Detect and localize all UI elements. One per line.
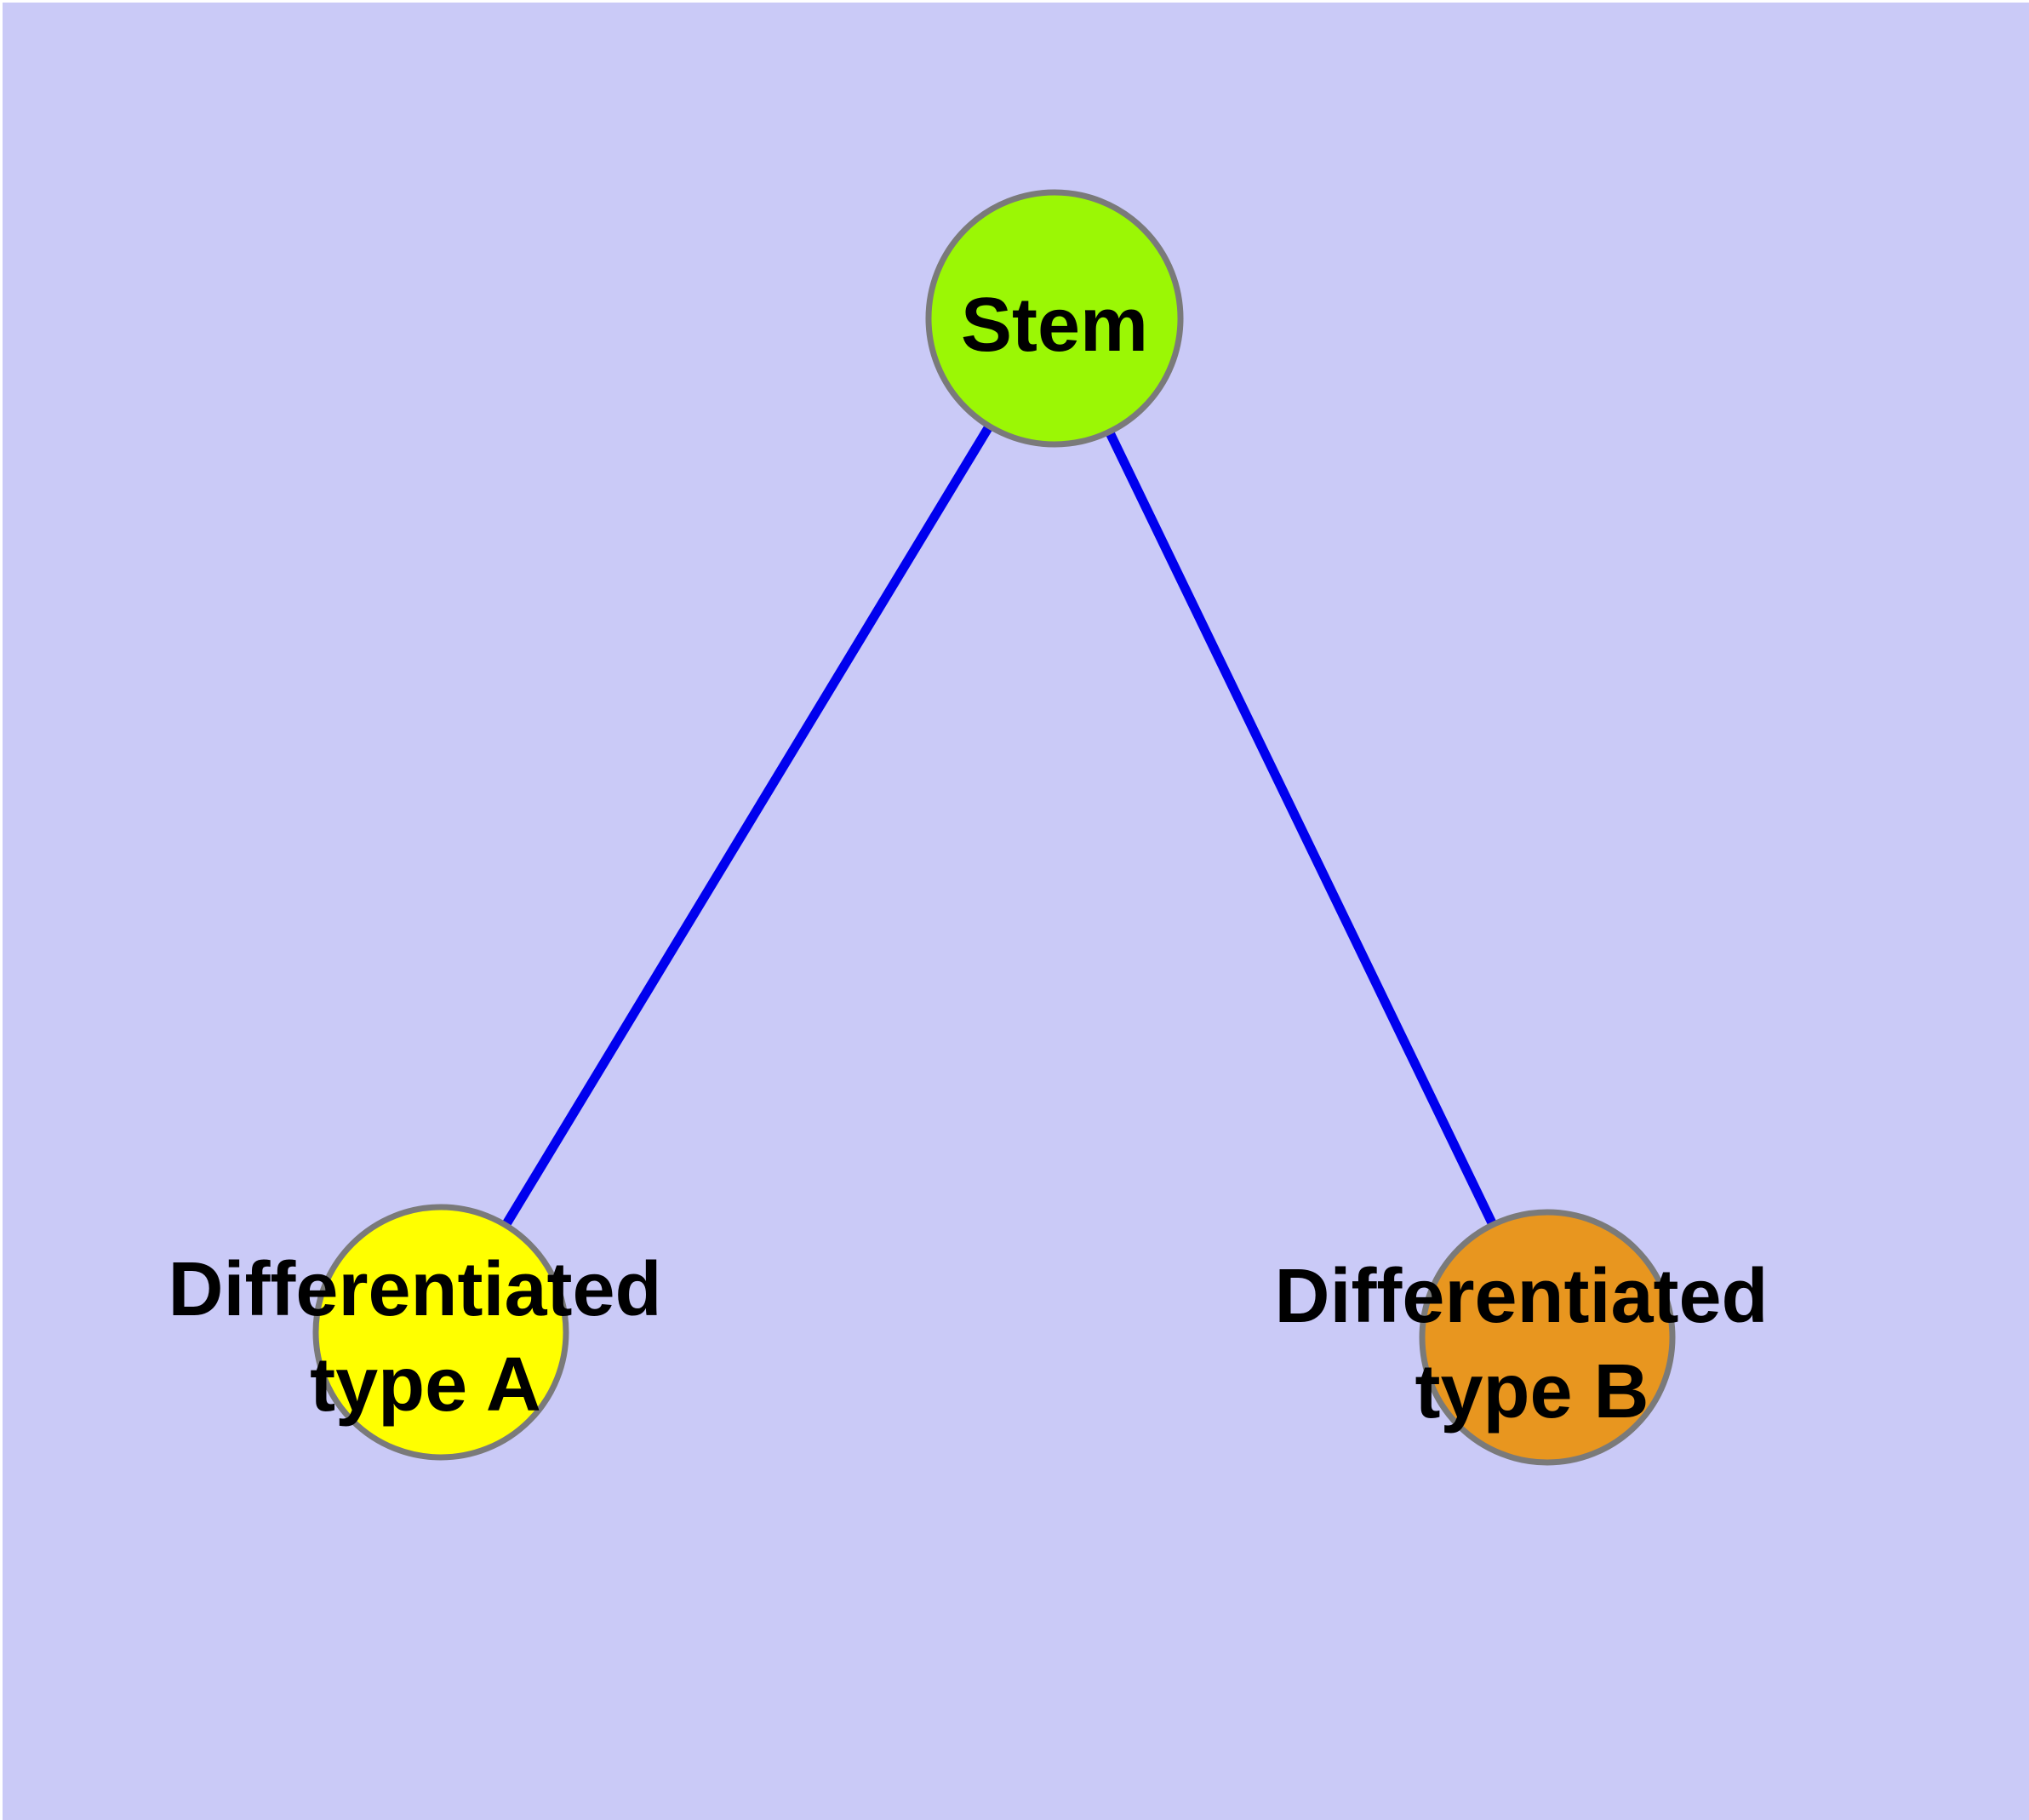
node-stem-label: Stem: [961, 283, 1148, 368]
edge-stem-to-type-a: [437, 316, 1059, 1335]
node-stem: [925, 189, 1184, 448]
node-differentiated-type-a: [312, 1204, 569, 1461]
node-type-b-label-line2: type B: [1415, 1349, 1649, 1434]
node-type-a-label-line2: type A: [310, 1342, 541, 1428]
node-type-b-label: Differentiated type B: [1274, 1254, 1789, 1434]
node-type-a-label-line1: Differentiated: [168, 1247, 661, 1332]
node-type-a-label: Differentiated type A: [168, 1247, 683, 1428]
node-type-b-label-line1: Differentiated: [1274, 1254, 1768, 1339]
edge-stem-to-type-b: [1050, 316, 1552, 1340]
node-differentiated-type-b: [1419, 1209, 1676, 1466]
